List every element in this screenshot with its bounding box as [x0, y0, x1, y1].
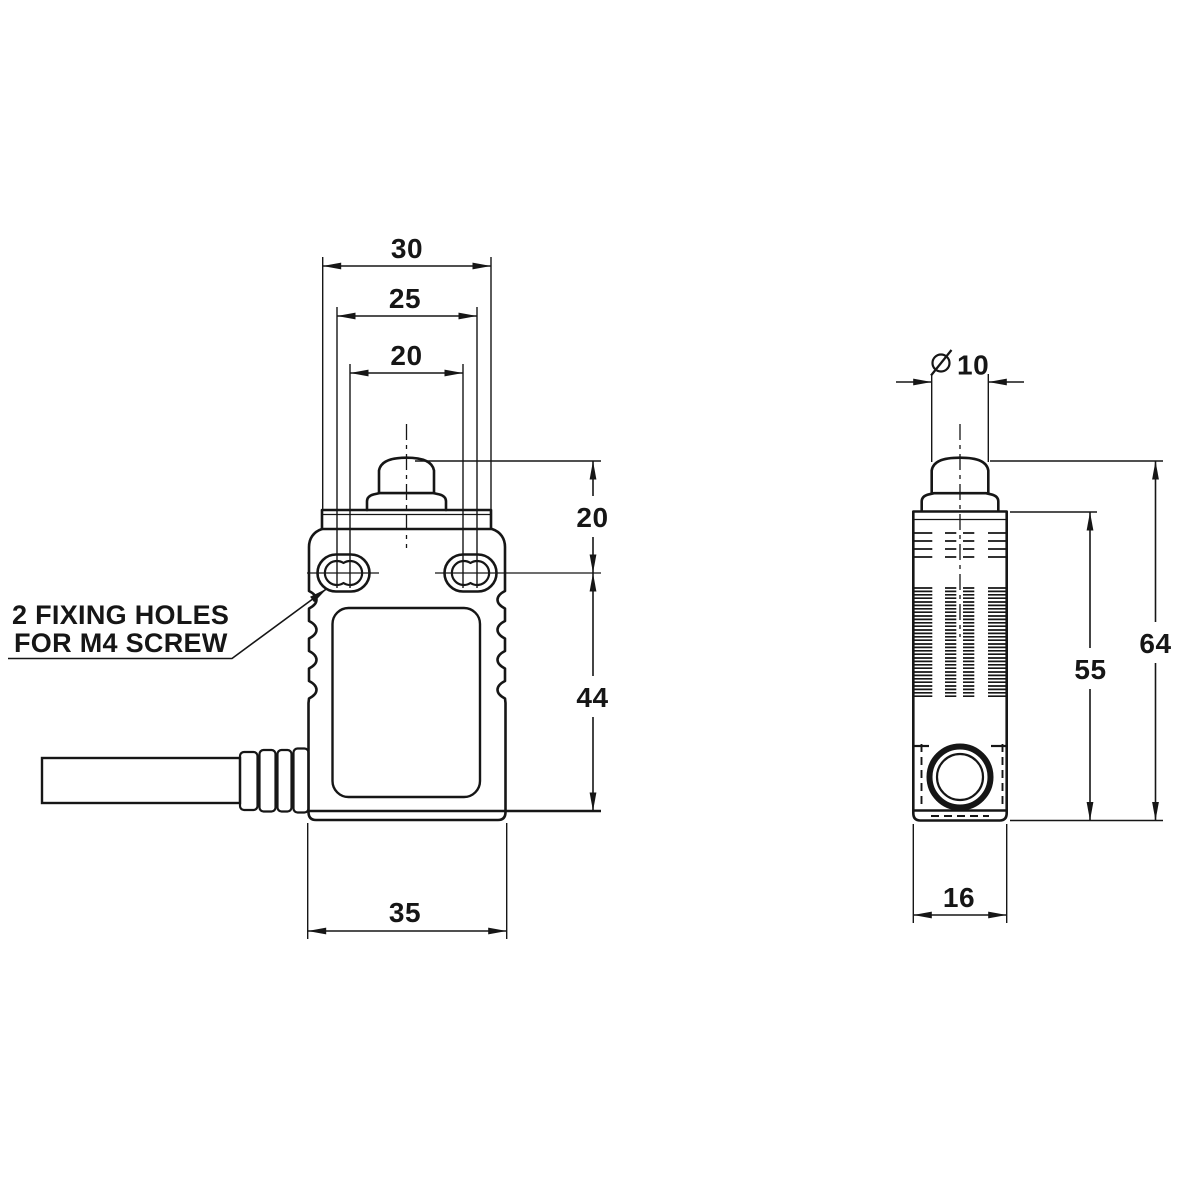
dim-side-body-height-value: 55 [1074, 654, 1106, 685]
front-plunger-cap-outline [377, 456, 436, 495]
dim-top-width-value: 30 [391, 233, 423, 264]
cable-outlet [913, 743, 1007, 817]
dim-base-depth: 16 [912, 824, 1008, 923]
dim-top-width: 30 [322, 233, 492, 509]
cable-outline [40, 756, 242, 805]
front-plunger-flange-outline [365, 491, 448, 512]
side-plunger-flange-outline [920, 491, 1000, 512]
front-view: 30 25 20 20 44 [8, 233, 615, 939]
annotation-line1: 2 FIXING HOLES [12, 600, 229, 630]
dim-hole-pitch-inner: 20 [349, 340, 464, 588]
side-body-outline [912, 510, 1008, 822]
dim-text-mask [1067, 648, 1113, 689]
dim-base-width-value: 35 [389, 897, 421, 928]
front-top-plate [320, 508, 493, 531]
boot-ridge-2 [258, 748, 277, 813]
side-view: 10 55 64 16 [896, 349, 1179, 923]
dim-overall-height-value: 64 [1139, 628, 1171, 659]
diameter-symbol-slash [930, 349, 953, 377]
fixing-hole-left [307, 553, 379, 593]
dim-hole-pitch-inner-value: 20 [390, 340, 422, 371]
dim-base-width: 35 [307, 823, 508, 939]
dim-plunger-height-value: 20 [576, 502, 608, 533]
diameter-symbol-icon [930, 349, 953, 377]
side-plunger-cap-outline [930, 456, 990, 495]
fixing-hole-left-bore [323, 559, 364, 587]
cable-assembly [40, 747, 310, 814]
annotation-leader-line [8, 587, 328, 660]
fixing-holes-annotation: 2 FIXING HOLES FOR M4 SCREW [8, 587, 328, 660]
cable-ring-outer [926, 743, 994, 811]
boot-ridge-4 [292, 747, 310, 814]
dim-body-height-value: 44 [576, 682, 608, 713]
dim-plunger-diameter: 10 [896, 349, 1024, 462]
dim-base-depth-value: 16 [943, 882, 975, 913]
dim-text-mask [570, 496, 615, 537]
diameter-symbol-circle [931, 353, 951, 373]
boot-ridge-1 [238, 750, 259, 812]
front-body-outline [307, 527, 507, 822]
dim-plunger-diameter-value: 10 [957, 350, 989, 381]
fixing-hole-right-bore [450, 559, 491, 587]
annotation-line2: FOR M4 SCREW [14, 628, 228, 658]
dim-text-mask [570, 676, 615, 717]
front-cover-plate [331, 606, 482, 799]
dim-hole-pitch-outer: 25 [336, 283, 478, 588]
dim-text-mask [1133, 622, 1179, 663]
boot-ridge-3 [276, 748, 293, 813]
cable-ring-inner [935, 752, 985, 802]
fixing-hole-right [435, 553, 601, 593]
dim-hole-pitch-outer-value: 25 [389, 283, 421, 314]
